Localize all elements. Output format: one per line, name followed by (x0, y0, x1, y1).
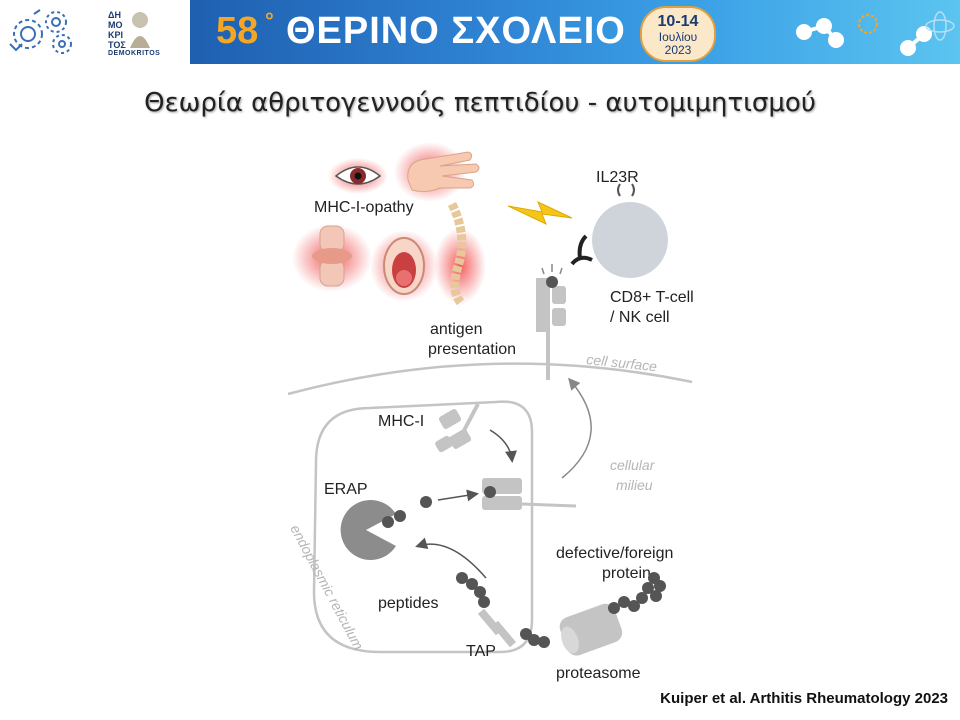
cd8-t-cell-label-line1: CD8+ T-cell (610, 289, 694, 306)
loaded-mhc-complex (482, 478, 577, 510)
endoplasmic-reticulum-outline (312, 400, 534, 654)
tap-transporter (477, 608, 517, 648)
defective-protein-label-line2: protein (602, 565, 651, 582)
foreign-protein-chain (608, 572, 666, 614)
lightning-icon (507, 201, 573, 225)
svg-text:ΔΗ: ΔΗ (108, 10, 121, 20)
cellular-milieu-label-line1: cellular (610, 457, 656, 473)
conference-banner: ΔΗ ΜΟ ΚΡΙ ΤΟΣ DEMOKRITOS 58 ° ΘΕΡΙΝΟ ΣΧΟ… (0, 0, 960, 64)
cell-membrane-line (287, 362, 693, 396)
proteasome-icon (559, 603, 623, 656)
il23r-receptor-left (617, 183, 621, 197)
tcr-receptor-icon (570, 234, 593, 266)
tap-peptides (520, 628, 550, 648)
il23r-label: IL23R (596, 169, 639, 186)
edition-number: 58 (216, 10, 259, 52)
peptide-to-mhc-arrow (437, 489, 479, 502)
hand-inflammation-icon (394, 142, 480, 202)
demokritos-logo-icon: ΔΗ ΜΟ ΚΡΙ ΤΟΣ (108, 10, 150, 50)
date-badge: 10-14 Ιουλίου 2023 (640, 6, 716, 62)
surface-mhc-complex (536, 264, 566, 380)
trimmed-peptide (420, 496, 432, 508)
svg-text:ΚΡΙ: ΚΡΙ (108, 30, 123, 40)
spine-inflammation-icon (434, 201, 486, 308)
mhc-opathy-label: MHC-I-opathy (314, 199, 414, 216)
mhc-i-molecule (435, 403, 480, 453)
citation: Kuiper et al. Arthitis Rheumatology 2023 (660, 690, 948, 707)
peptide-residue (394, 510, 406, 522)
antigen-presentation-label-line2: presentation (428, 341, 516, 358)
arthritogenic-peptide-diagram: MHC-I-opathy IL23R CD8+ T-cell / NK cell… (287, 142, 694, 682)
svg-text:ΤΟΣ: ΤΟΣ (108, 40, 126, 50)
cd8-t-cell-label-line2: / NK cell (610, 309, 670, 326)
mhc-to-loaded-arrow (489, 429, 517, 463)
cell-surface-label: cell surface (586, 351, 658, 374)
gear-logo-icon (9, 9, 72, 54)
date-days: 10-14 (657, 13, 699, 30)
eye-inflammation-icon (328, 158, 388, 194)
slide-title: Θεωρία αθριτογεννούς πεπτιδίου - αυτομιμ… (144, 88, 816, 118)
molecule-network-icon (796, 11, 955, 56)
peptides-label: peptides (378, 595, 439, 612)
peptide-chain (456, 572, 490, 608)
cellular-milieu-label-line2: milieu (616, 477, 653, 493)
knee-inflammation-icon (292, 224, 372, 292)
il23r-receptor-right (631, 183, 635, 197)
institute-logo-label: DEMOKRITOS (108, 50, 161, 57)
antigen-presentation-label-line1: antigen (430, 321, 483, 338)
proteasome-label: proteasome (556, 665, 641, 682)
mouth-inflammation-icon (370, 230, 438, 302)
school-title: ΘΕΡΙΝΟ ΣΧΟΛΕΙΟ (286, 10, 626, 52)
erap-label: ERAP (324, 481, 368, 498)
cd8-t-cell (592, 202, 668, 278)
svg-text:ΜΟ: ΜΟ (108, 20, 123, 30)
degree-symbol: ° (265, 8, 274, 33)
peptide-residue (382, 516, 394, 528)
tap-label: TAP (466, 643, 496, 660)
date-month: Ιουλίου (658, 30, 698, 44)
loaded-to-surface-arrow (561, 377, 592, 479)
date-year: 2023 (664, 43, 692, 57)
defective-protein-label-line1: defective/foreign (556, 545, 673, 562)
mhc-i-label: MHC-I (378, 413, 424, 430)
erap-enzyme-icon (340, 500, 396, 560)
peptides-to-erap-arrow (415, 537, 487, 579)
